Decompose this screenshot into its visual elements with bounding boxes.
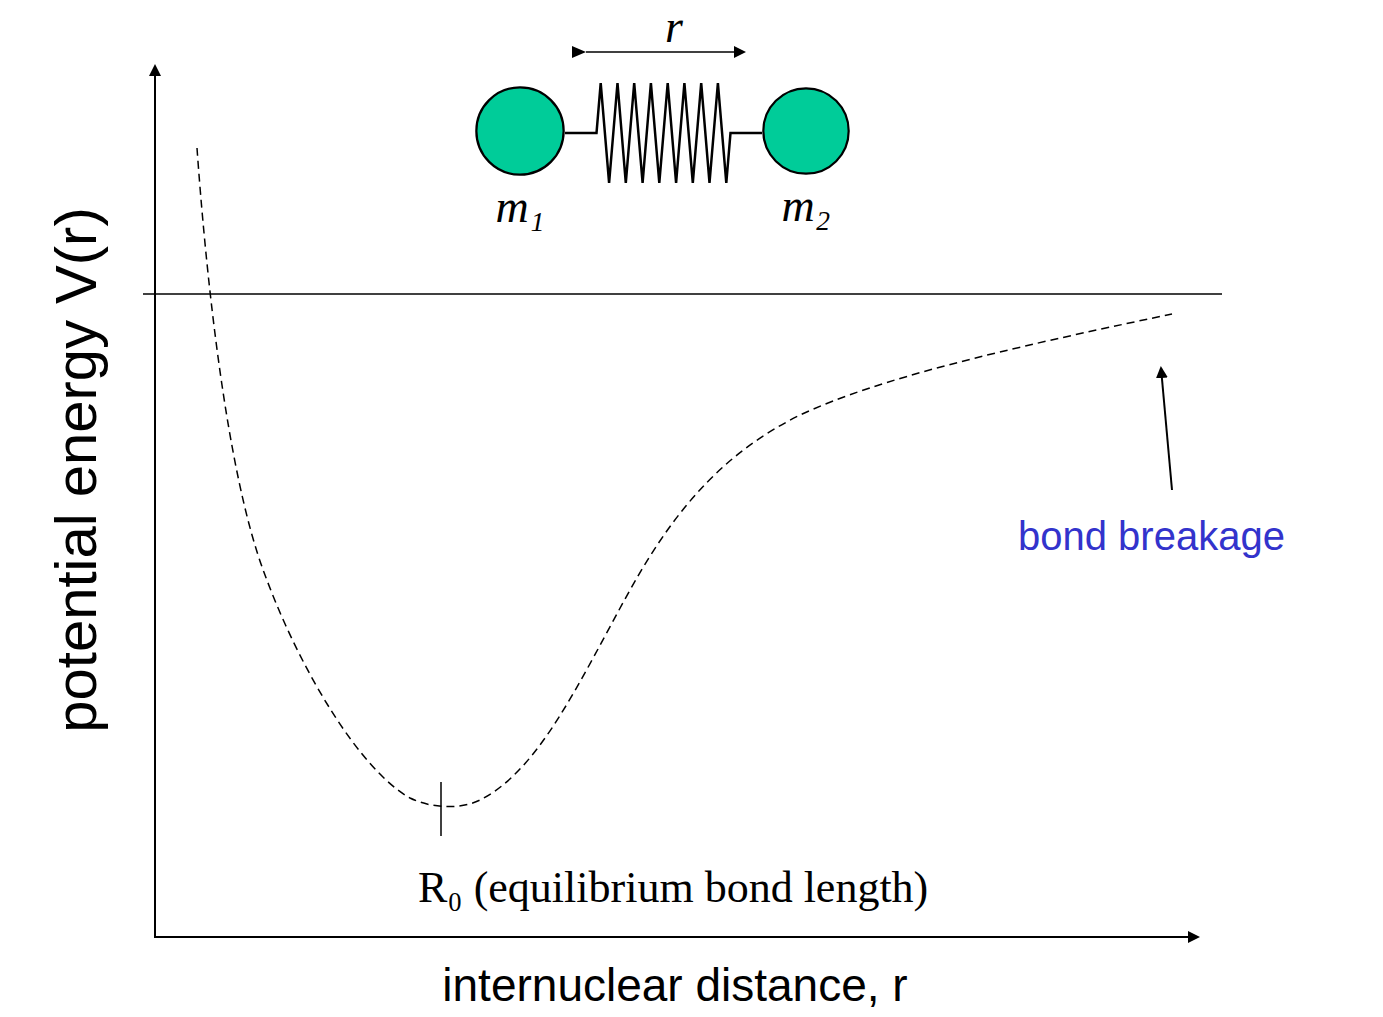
distance-symbol: r: [665, 0, 683, 53]
mass-circle: m₂: [762, 87, 850, 175]
annotation: R₀ (equilibrium bond length): [418, 862, 928, 913]
x-axis: [154, 936, 1198, 938]
y-axis: [154, 66, 156, 937]
axis-title: internuclear distance, r: [442, 958, 907, 1012]
circle-outline: [762, 87, 850, 175]
mass-circle: m₁: [475, 86, 565, 176]
annotation: bond breakage: [1018, 514, 1285, 559]
potential-curve: [197, 148, 1172, 807]
circle-outline: [475, 86, 565, 176]
bond-breakage-arrow: [1161, 368, 1172, 490]
spring-connector: [565, 83, 762, 183]
equilibrium-tick: [440, 782, 442, 836]
mass-label: m₁: [495, 180, 544, 233]
mass-label: m₂: [781, 179, 830, 232]
zero-energy-line: [143, 293, 1222, 295]
axis-title: potential energy V(r): [42, 207, 109, 732]
